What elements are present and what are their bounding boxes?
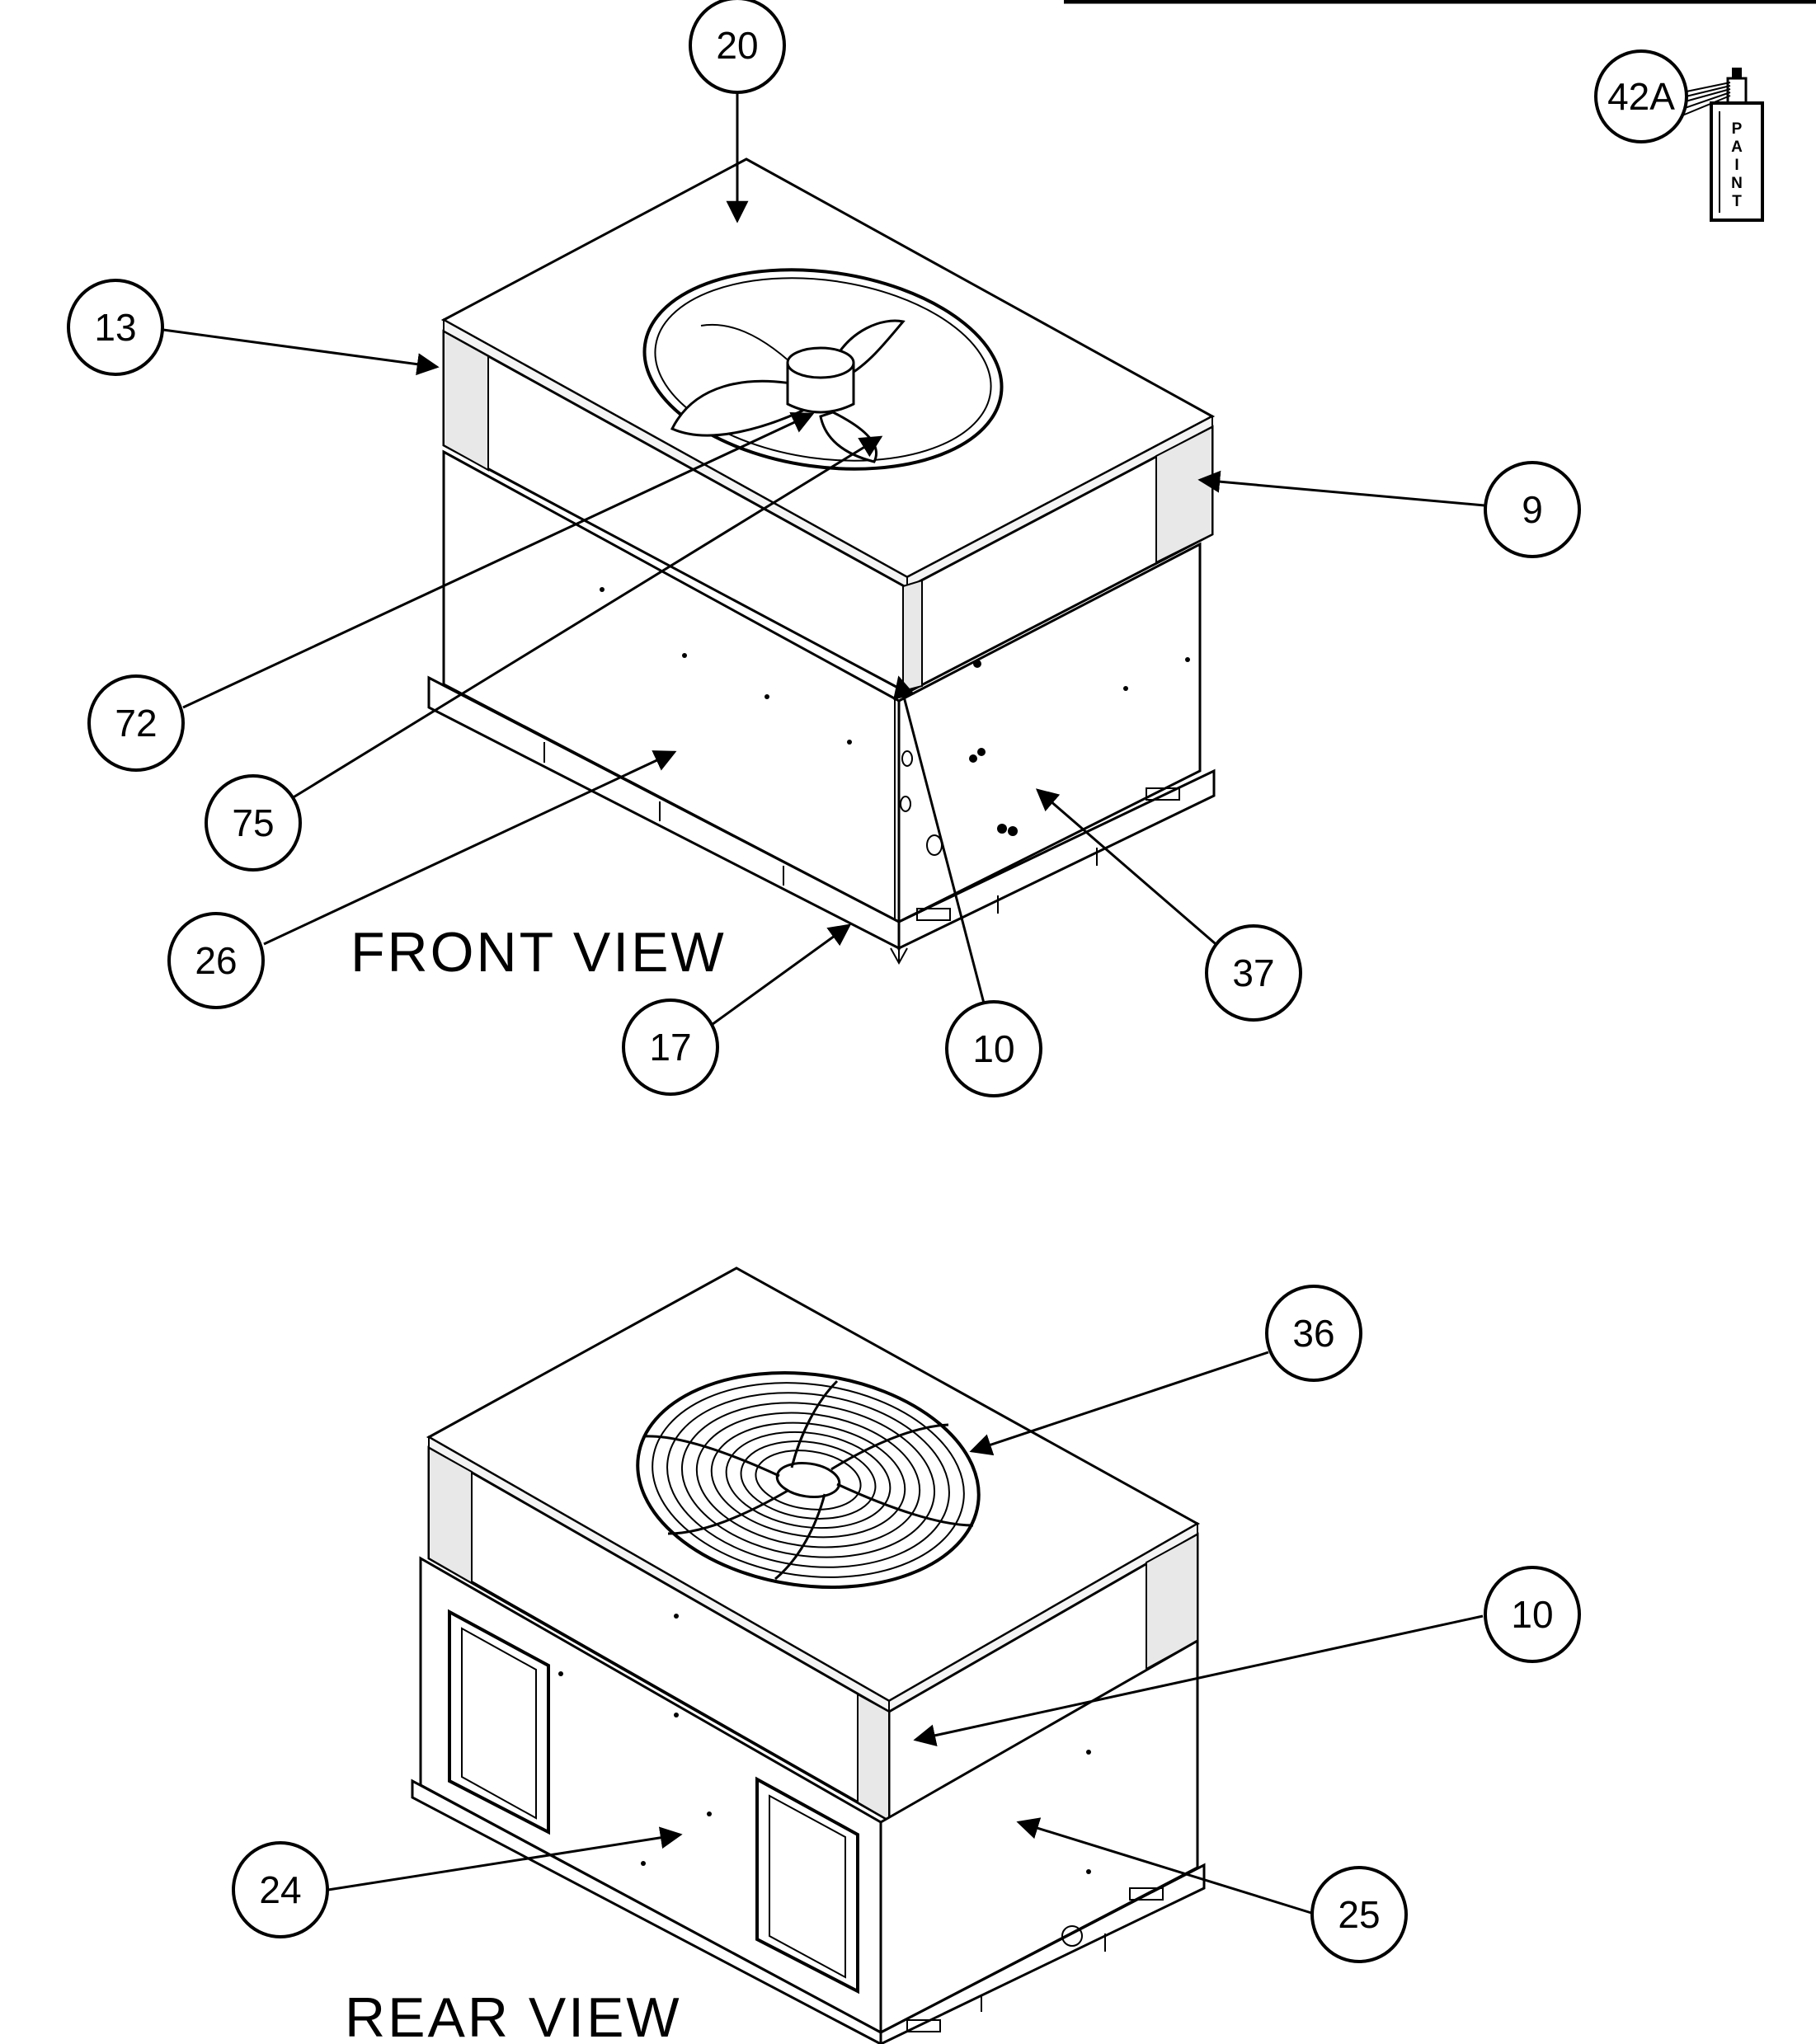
svg-text:17: 17 <box>649 1026 691 1069</box>
paint-can-icon: P A I N T <box>1682 68 1764 222</box>
svg-text:72: 72 <box>115 702 157 745</box>
leader-lines <box>162 92 1485 1915</box>
callout-17: 17 <box>622 999 719 1096</box>
callout-25: 25 <box>1310 1866 1408 1963</box>
svg-text:24: 24 <box>259 1868 301 1911</box>
callout-10-rear: 10 <box>1484 1566 1581 1663</box>
duct-opening <box>755 1776 859 1995</box>
side-panel <box>897 542 1202 924</box>
paint-letter: A <box>1731 139 1743 156</box>
paint-letter: N <box>1731 175 1743 192</box>
paint-letter: T <box>1732 193 1742 210</box>
fan-blade <box>670 379 818 437</box>
callout-26: 26 <box>167 912 265 1009</box>
svg-text:42A: 42A <box>1607 75 1675 118</box>
fan-motor <box>786 346 855 414</box>
callout-37: 37 <box>1205 924 1302 1022</box>
duct-opening <box>448 1609 550 1835</box>
svg-text:36: 36 <box>1292 1312 1334 1355</box>
svg-text:26: 26 <box>195 939 237 982</box>
callout-36: 36 <box>1265 1285 1362 1382</box>
paint-letter: I <box>1734 157 1738 174</box>
callout-75: 75 <box>205 774 302 872</box>
callout-72: 72 <box>87 674 185 772</box>
fan-guard-grille <box>636 1370 981 1590</box>
callout-24: 24 <box>232 1841 329 1938</box>
front-view-label: FRONT VIEW <box>350 921 727 984</box>
rear-view-label: REAR VIEW <box>345 1986 682 2044</box>
front-view-unit <box>427 157 1216 966</box>
svg-text:10: 10 <box>1511 1593 1553 1636</box>
rear-view-unit <box>411 1266 1206 2044</box>
svg-text:25: 25 <box>1338 1893 1380 1936</box>
svg-text:20: 20 <box>716 24 758 67</box>
callout-13: 13 <box>67 279 164 376</box>
callout-9: 9 <box>1484 461 1581 558</box>
callout-10-front: 10 <box>945 1000 1042 1097</box>
svg-text:13: 13 <box>94 306 136 349</box>
paint-letter: P <box>1732 120 1743 138</box>
svg-text:10: 10 <box>972 1027 1014 1070</box>
callout-42a: 42A <box>1594 49 1688 143</box>
svg-text:9: 9 <box>1522 488 1543 531</box>
svg-text:75: 75 <box>232 801 274 844</box>
svg-text:37: 37 <box>1232 952 1274 994</box>
callout-20: 20 <box>689 0 786 94</box>
